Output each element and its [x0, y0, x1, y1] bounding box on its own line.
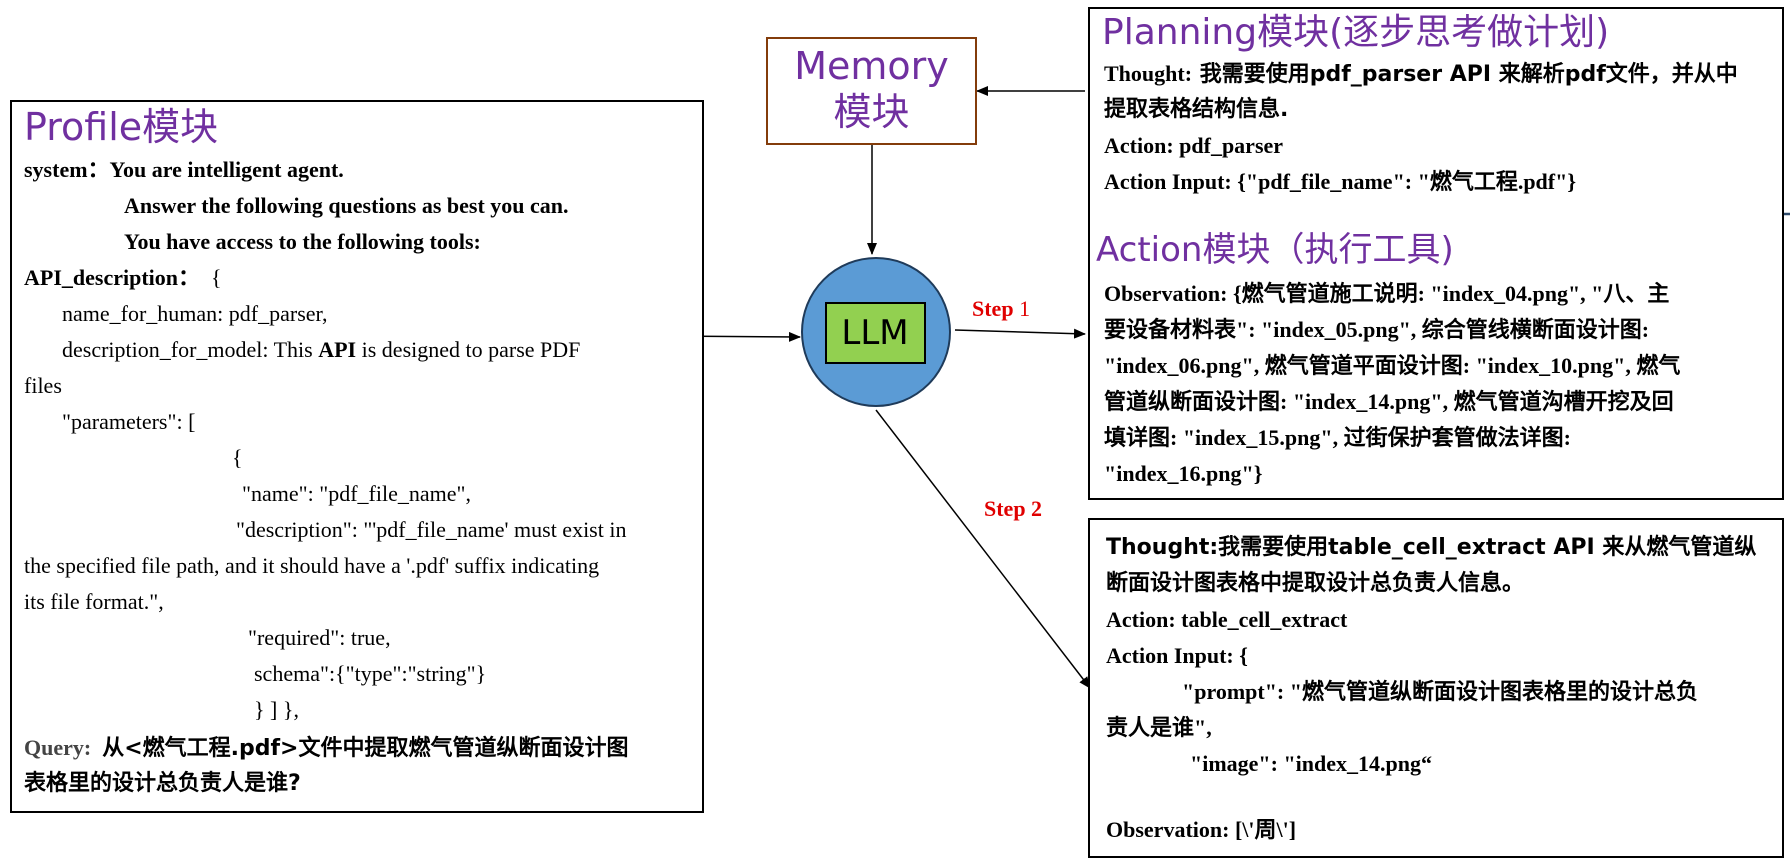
parameters-line: "parameters": [: [62, 409, 196, 434]
memory-title-line2: 模块: [833, 90, 910, 134]
param-desc-3: its file format.",: [24, 589, 164, 614]
planning-action-module-box: Planning模块(逐步思考做计划) Thought: 我需要使用pdf_pa…: [1088, 7, 1784, 500]
step2-label: Step 2: [984, 496, 1043, 521]
api-open-brace: {: [211, 265, 222, 290]
planning-action-input: Action Input: {"pdf_file_name": "燃气工程.pd…: [1104, 169, 1577, 194]
step2-action-input: Action Input: {: [1106, 643, 1248, 668]
query-text-1: 从<燃气工程.pdf>文件中提取燃气管道纵断面设计图: [102, 736, 629, 761]
query-text-2: 表格里的设计总负责人是谁?: [24, 771, 301, 796]
api-description-line: API_description： {: [24, 260, 222, 296]
planning-thought-text-2: 提取表格结构信息.: [1104, 97, 1289, 122]
profile-module-box: Profile模块 system：You are intelligent age…: [10, 100, 704, 813]
system-line: system：You are intelligent agent.: [24, 152, 344, 188]
action-title: Action模块（执行工具): [1096, 230, 1454, 270]
observation-line-2: 要设备材料表": "index_05.png", 综合管线横断面设计图:: [1104, 317, 1650, 342]
param-required: "required": true,: [248, 625, 391, 650]
planning-thought-label: Thought:: [1104, 61, 1193, 86]
param-closing: } ] },: [254, 697, 299, 722]
step2-box: Thought:我需要使用table_cell_extract API 来从燃气…: [1088, 518, 1784, 858]
step1-number: 1: [1019, 296, 1031, 321]
step1-label: Step 1: [972, 296, 1030, 322]
system-line-2: Answer the following questions as best y…: [124, 193, 569, 218]
query-label: Query:: [24, 735, 92, 760]
system-line-1: You are intelligent agent.: [109, 157, 344, 182]
planning-title: Planning模块(逐步思考做计划): [1102, 12, 1610, 53]
desc-post: is designed to parse PDF: [356, 337, 581, 362]
description-for-model: description_for_model: This API is desig…: [62, 332, 580, 368]
description-cont: files: [24, 373, 62, 398]
step2-prompt-2: 责人是谁",: [1106, 715, 1212, 740]
step2-prompt-1: "prompt": "燃气管道纵断面设计图表格里的设计总负: [1182, 679, 1698, 704]
planning-action: Action: pdf_parser: [1104, 133, 1284, 158]
memory-module-box: Memory 模块: [766, 37, 977, 145]
arrow-llm-step1: [954, 328, 1086, 339]
param-desc-2: the specified file path, and it should h…: [24, 553, 600, 578]
step2-thought-2: 断面设计图表格中提取设计总负责人信息。: [1106, 571, 1525, 596]
planning-thought-text-1: 我需要使用pdf_parser API 来解析pdf文件，并从中: [1192, 62, 1738, 87]
name-for-human: name_for_human: pdf_parser,: [62, 301, 328, 326]
step2-image: "image": "index_14.png“: [1190, 751, 1432, 776]
step2-action: Action: table_cell_extract: [1106, 607, 1348, 632]
param-desc-1: "description": "'pdf_file_name' must exi…: [236, 517, 627, 542]
system-label: system：: [24, 157, 110, 182]
observation-line-3: "index_06.png", 燃气管道平面设计图: "index_10.png…: [1104, 353, 1681, 378]
param-schema: schema":{"type":"string"}: [254, 661, 487, 686]
step2-observation: Observation: [\'周\']: [1106, 817, 1297, 842]
api-label: API_description：: [24, 265, 201, 290]
planning-thought-line: Thought: 我需要使用pdf_parser API 来解析pdf文件，并从…: [1104, 56, 1738, 93]
observation-line-5: 填详图: "index_15.png", 过街保护套管做法详图:: [1104, 425, 1571, 450]
step1-word: Step: [972, 296, 1014, 321]
query-line: Query: 从<燃气工程.pdf>文件中提取燃气管道纵断面设计图: [24, 730, 629, 767]
desc-api: API: [318, 337, 357, 362]
llm-label: LLM: [841, 313, 908, 353]
observation-line-1: Observation: {燃气管道施工说明: "index_04.png", …: [1104, 281, 1670, 306]
observation-line-6: "index_16.png"}: [1104, 461, 1263, 486]
observation-line-4: 管道纵断面设计图: "index_14.png", 燃气管道沟槽开挖及回: [1104, 389, 1674, 414]
param-brace-open: {: [232, 445, 243, 470]
system-line-3: You have access to the following tools:: [124, 229, 481, 254]
param-name: "name": "pdf_file_name",: [242, 481, 471, 506]
memory-title-line1: Memory: [794, 44, 949, 88]
llm-box: [825, 302, 926, 364]
desc-pre: description_for_model: This: [62, 337, 319, 362]
arrow-llm-step2: [875, 409, 1091, 689]
step2-thought-1: Thought:我需要使用table_cell_extract API 来从燃气…: [1106, 535, 1757, 560]
profile-title: Profile模块: [24, 105, 219, 149]
